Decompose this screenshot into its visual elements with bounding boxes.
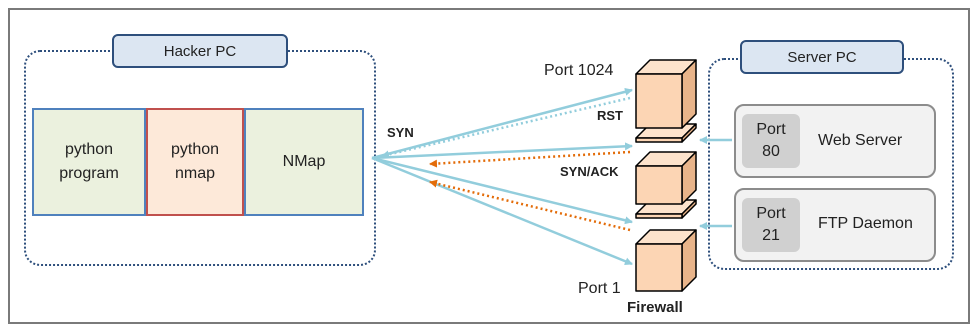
rst-label: RST <box>597 108 623 123</box>
port-1-label: Port 1 <box>578 280 621 298</box>
port-1024-label: Port 1024 <box>544 62 613 80</box>
firewall-label: Firewall <box>627 299 683 316</box>
firewall-stack <box>636 60 696 291</box>
firewall-block-bottom <box>636 230 696 291</box>
firewall-block-middle <box>636 152 696 204</box>
synack-label: SYN/ACK <box>560 164 619 179</box>
firewall-block-top <box>636 60 696 128</box>
syn-label: SYN <box>387 125 414 140</box>
server-to-firewall-arrows <box>700 140 732 226</box>
